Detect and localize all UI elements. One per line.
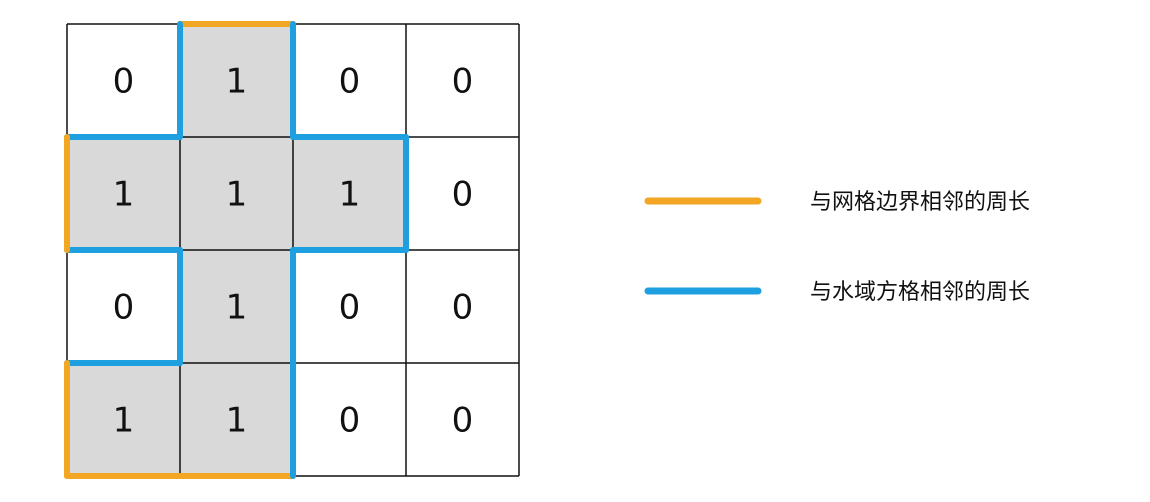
cell-value: 1 [339, 175, 361, 215]
water-cell [406, 24, 519, 137]
land-cell [180, 250, 293, 363]
cell-value: 1 [226, 175, 248, 215]
legend-grid-boundary-label: 与网格边界相邻的周长 [810, 190, 1030, 215]
cell-value: 1 [226, 62, 248, 102]
cell-value: 0 [113, 62, 135, 102]
legend-water-boundary-label: 与水域方格相邻的周长 [810, 280, 1030, 305]
water-cell [293, 250, 406, 363]
cell-value: 0 [339, 401, 361, 441]
land-cell [67, 137, 180, 250]
cell-value: 0 [452, 62, 474, 102]
water-cell [67, 24, 180, 137]
water-cell [67, 250, 180, 363]
cell-value: 0 [113, 288, 135, 328]
land-cell [293, 137, 406, 250]
cell-value: 0 [452, 401, 474, 441]
cell-value: 1 [113, 401, 135, 441]
land-cell [180, 24, 293, 137]
grid-cells [67, 24, 519, 476]
water-cell [293, 24, 406, 137]
cell-value: 1 [113, 175, 135, 215]
water-cell [406, 137, 519, 250]
legend: 与网格边界相邻的周长 与水域方格相邻的周长 [644, 190, 1030, 305]
cell-value: 0 [339, 288, 361, 328]
cell-value: 0 [452, 288, 474, 328]
cell-value: 1 [226, 401, 248, 441]
water-cell [293, 363, 406, 476]
water-cell [406, 250, 519, 363]
land-cell [67, 363, 180, 476]
perimeter-edges [64, 21, 409, 479]
cell-value: 0 [452, 175, 474, 215]
land-cell [180, 363, 293, 476]
land-cell [180, 137, 293, 250]
cell-value: 0 [339, 62, 361, 102]
cell-value: 1 [226, 288, 248, 328]
water-cell [406, 363, 519, 476]
grid-cell-values: 0 1 0 0 1 1 1 0 0 1 0 0 1 1 0 0 [113, 62, 474, 441]
